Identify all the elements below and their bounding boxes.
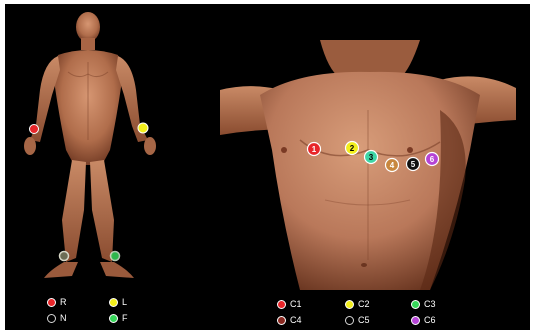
- chest-electrode-2: 2: [346, 142, 359, 155]
- chest-electrode-4: 4: [386, 159, 399, 172]
- chest-electrode-6: 6: [426, 153, 439, 166]
- chest-electrode-5: 5: [407, 158, 420, 171]
- chest-electrode-3-label: 3: [369, 153, 374, 162]
- chest-electrode-5-label: 5: [411, 160, 416, 169]
- legend-dot-c5: [345, 316, 354, 325]
- chest-electrode-3: 3: [365, 151, 378, 164]
- legend-item-f: F: [109, 313, 149, 323]
- chest-electrode-2-label: 2: [350, 144, 355, 153]
- legend-dot-l: [109, 298, 118, 307]
- legend-label-c4: C4: [290, 315, 302, 325]
- chest-electrode-4-label: 4: [390, 161, 395, 170]
- legend-item-c6: C6: [411, 315, 451, 325]
- chest-electrode-1-label: 1: [312, 145, 317, 154]
- legend-label-c5: C5: [358, 315, 370, 325]
- legend-item-c3: C3: [411, 299, 451, 309]
- legend-label-c6: C6: [424, 315, 436, 325]
- legend-item-l: L: [109, 297, 149, 307]
- legend-label-n: N: [60, 313, 67, 323]
- legend-dot-c6: [411, 316, 420, 325]
- legend-dot-n: [47, 314, 56, 323]
- legend-label-c3: C3: [424, 299, 436, 309]
- legend-item-n: N: [47, 313, 109, 323]
- legend-label-r: R: [60, 297, 67, 307]
- legend-label-l: L: [122, 297, 127, 307]
- chest-electrode-1: 1: [308, 143, 321, 156]
- legend-item-c2: C2: [345, 299, 411, 309]
- legend-dot-c4: [277, 316, 286, 325]
- legend-dot-c1: [277, 300, 286, 309]
- limb-legend: R L N F: [47, 297, 149, 323]
- legend-item-c4: C4: [277, 315, 345, 325]
- legend-label-c2: C2: [358, 299, 370, 309]
- legend-label-f: F: [122, 313, 128, 323]
- legend-dot-c2: [345, 300, 354, 309]
- legend-dot-c3: [411, 300, 420, 309]
- legend-item-r: R: [47, 297, 109, 307]
- legend-item-c5: C5: [345, 315, 411, 325]
- chest-electrode-6-label: 6: [430, 155, 435, 164]
- legend-dot-r: [47, 298, 56, 307]
- legend-label-c1: C1: [290, 299, 302, 309]
- legend-item-c1: C1: [277, 299, 345, 309]
- chest-legend: C1 C2 C3 C4 C5 C6: [277, 299, 451, 325]
- legend-dot-f: [109, 314, 118, 323]
